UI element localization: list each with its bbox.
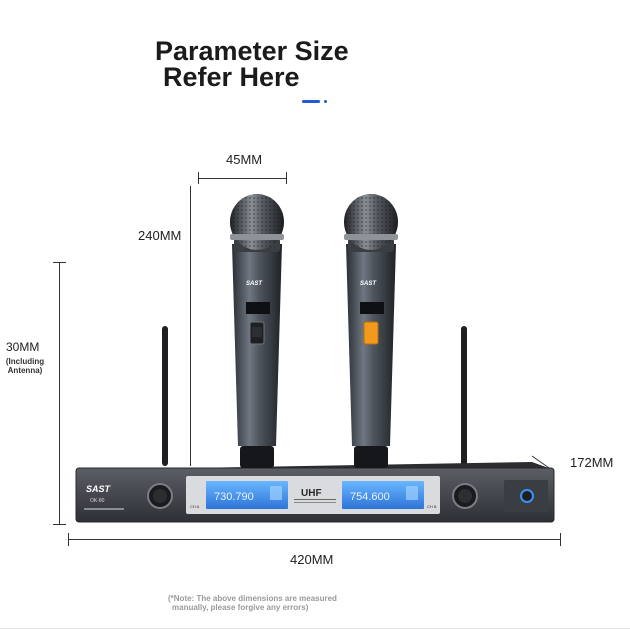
measurement-note: (*Note: The above dimensions are measure… — [168, 594, 337, 612]
microphone-left: SAST — [230, 194, 284, 468]
display-left-freq: 730.790 — [214, 491, 254, 503]
antenna-right — [461, 326, 467, 466]
band-label: UHF — [301, 488, 322, 499]
width-label: 420MM — [290, 552, 334, 567]
channel-b-label: CH B — [427, 504, 437, 509]
title-line-1: Parameter Size — [155, 36, 349, 66]
mic-right-orange-button — [363, 321, 379, 345]
total-height-label: 30MM — [6, 340, 40, 354]
display-left — [206, 481, 288, 509]
title-accent-bar — [302, 100, 320, 103]
measurement-note-line-1: (*Note: The above dimensions are measure… — [168, 594, 337, 603]
total-height-guide-cap-bottom — [53, 524, 66, 525]
antenna-note: (Including Antenna) — [5, 357, 45, 375]
total-height-guide-cap-top — [53, 262, 66, 263]
mic-left-brand: SAST — [246, 281, 263, 287]
mic-width-guide — [198, 178, 286, 179]
mic-width-guide-cap-right — [286, 172, 287, 184]
display-right-freq: 754.600 — [350, 491, 390, 503]
width-guide — [68, 539, 560, 540]
mic-height-label: 240MM — [138, 228, 182, 243]
depth-label: 172MM — [570, 455, 614, 470]
total-height-guide — [59, 262, 60, 524]
mic-width-label: 45MM — [226, 152, 263, 167]
title-accent-dot — [324, 100, 327, 103]
receiver-brand: SAST — [86, 484, 112, 494]
channel-a-label: CH A — [190, 504, 200, 509]
mic-width-guide-cap-left — [198, 172, 199, 184]
measurement-note-line-2: manually, please forgive any errors) — [172, 603, 309, 612]
receiver-model: OK-80 — [90, 498, 105, 504]
bottom-divider — [0, 628, 630, 629]
width-guide-cap-right — [560, 533, 561, 546]
mic-height-guide — [190, 186, 191, 466]
power-button — [520, 489, 534, 503]
title-line-2: Refer Here — [163, 62, 300, 92]
width-guide-cap-left — [68, 533, 69, 546]
display-right — [342, 481, 424, 509]
page-title: Parameter Size Refer Here — [155, 36, 349, 92]
microphone-right: SAST — [344, 194, 398, 468]
mic-right-brand: SAST — [360, 281, 377, 287]
antenna-left — [162, 326, 168, 466]
